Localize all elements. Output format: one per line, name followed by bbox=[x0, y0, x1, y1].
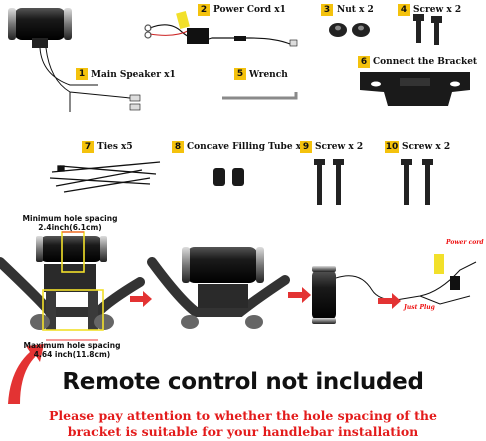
part-7-badge: 7 bbox=[82, 141, 94, 153]
part-9-label: Screw x 2 bbox=[315, 142, 364, 152]
max-hole-spacing-title: Maximum hole spacing bbox=[23, 341, 121, 350]
part-5-badge: 5 bbox=[234, 68, 246, 80]
part-3-label: Nut x 2 bbox=[337, 5, 374, 15]
part-6-badge: 6 bbox=[358, 56, 370, 68]
part-2-label: Power Cord x1 bbox=[213, 5, 286, 15]
part-4-badge: 4 bbox=[398, 4, 410, 16]
part-7-label: Ties x5 bbox=[97, 142, 133, 152]
part-4-label: Screw x 2 bbox=[413, 5, 462, 15]
long-screw-image-a bbox=[314, 159, 344, 205]
part-1-badge: 1 bbox=[76, 68, 88, 80]
main-speaker-image bbox=[8, 8, 141, 112]
part-3-badge: 3 bbox=[321, 4, 333, 16]
power-cord-image bbox=[144, 10, 298, 47]
part-5-label: Wrench bbox=[249, 70, 288, 80]
part-9-badge: 9 bbox=[300, 141, 312, 153]
part-8-label: Concave Filling Tube x 2 bbox=[187, 142, 311, 152]
part-1-label: Main Speaker x1 bbox=[91, 70, 176, 80]
handlebar-spacing-image bbox=[0, 231, 145, 341]
min-hole-spacing-title: Minimum hole spacing bbox=[22, 214, 118, 223]
part-10-badge: 10 bbox=[385, 141, 399, 153]
step-arrows bbox=[8, 287, 401, 404]
part-10-label: Screw x 2 bbox=[402, 142, 451, 152]
hole-spacing-note-line-2: bracket is suitable for your handlebar i… bbox=[67, 424, 419, 439]
ties-image bbox=[49, 161, 161, 193]
wiring-image bbox=[312, 254, 477, 324]
speaker-mounted-image bbox=[147, 247, 290, 329]
filling-tube-image bbox=[213, 168, 244, 186]
screw-image bbox=[413, 14, 442, 45]
min-hole-spacing: Minimum hole spacing 2.4inch(6.1cm) bbox=[20, 214, 120, 232]
wrench-image bbox=[222, 92, 298, 100]
part-2-badge: 2 bbox=[198, 4, 210, 16]
remote-not-included-title: Remote control not included bbox=[62, 369, 424, 395]
max-hole-spacing-value: 4.64 inch(11.8cm) bbox=[33, 350, 111, 359]
max-hole-spacing: Maximum hole spacing 4.64 inch(11.8cm) bbox=[22, 341, 122, 359]
part-8-badge: 8 bbox=[172, 141, 184, 153]
min-hole-spacing-value: 2.4inch(6.1cm) bbox=[38, 223, 102, 232]
just-plug-tag: Just Plug bbox=[404, 304, 435, 311]
power-cord-tag: Power cord bbox=[446, 239, 484, 246]
part-6-label: Connect the Bracket bbox=[373, 57, 478, 67]
bracket-image bbox=[360, 72, 470, 106]
nut-image bbox=[329, 23, 370, 37]
hole-spacing-note-line-1: Please pay attention to whether the hole… bbox=[49, 408, 437, 423]
long-screw-image-b bbox=[401, 159, 433, 205]
